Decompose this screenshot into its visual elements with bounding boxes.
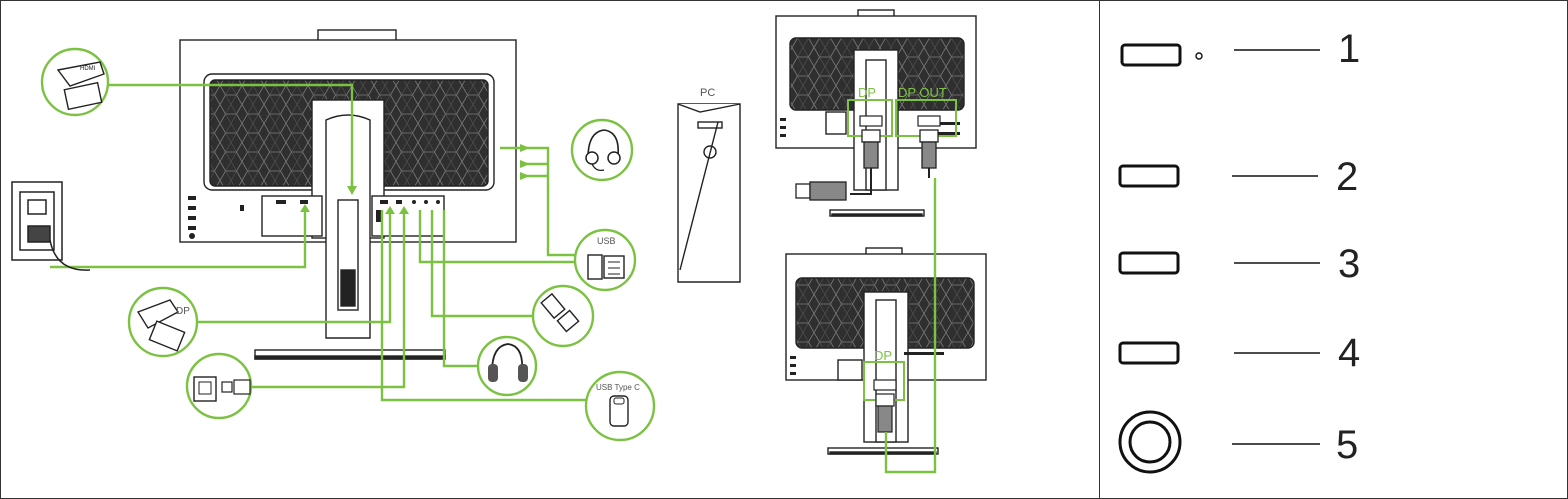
daisy-chain-diagram: PC — [677, 9, 987, 474]
button-with-led-icon — [1120, 43, 1182, 67]
monitor1-dp-label: DP — [858, 85, 876, 100]
connection-diagram: HDMI DP — [11, 29, 656, 442]
power-outlet-icon — [11, 181, 91, 271]
legend-item-3: 3 — [1118, 242, 1360, 286]
legend-item-2: 2 — [1118, 155, 1358, 199]
monitor1-dp-out-label: DP OUT — [898, 85, 947, 100]
button-legend: 1 2 3 4 5 — [1118, 27, 1360, 474]
arrowheads — [300, 144, 530, 214]
button-icon — [1118, 341, 1180, 365]
dp-label: DP — [176, 306, 190, 317]
power-button-icon — [1118, 410, 1182, 474]
monitor2-dp-label: DP — [874, 348, 892, 363]
ethernet-plug-icon — [531, 284, 595, 348]
monitor-1-ports: DP DP OUT — [847, 85, 957, 137]
hdmi-plug-icon: HDMI — [40, 47, 110, 117]
legend-item-4: 4 — [1118, 331, 1360, 375]
headset-icon — [570, 118, 634, 182]
dp-plug-1 — [850, 129, 939, 195]
headphones-icon — [476, 335, 538, 397]
usb-c-label: USB Type C — [596, 383, 640, 392]
pc-tower: PC — [677, 87, 741, 283]
usb-b-cable-icon — [185, 352, 253, 420]
legend-number-5: 5 — [1336, 423, 1358, 467]
monitor-2-ports: DP — [863, 348, 905, 433]
legend-number-1: 1 — [1338, 27, 1360, 71]
hdmi-label: HDMI — [80, 66, 96, 72]
dp-plug-pc — [795, 181, 847, 201]
usb-c-icon: USB Type C — [584, 370, 656, 442]
daisy-chain-cable — [884, 178, 937, 474]
monitor-back — [179, 29, 517, 360]
pc-label: PC — [700, 87, 715, 99]
legend-number-2: 2 — [1336, 155, 1358, 199]
usb-label: USB — [597, 236, 616, 246]
button-icon — [1118, 164, 1180, 188]
usb-a-icon: USB — [573, 228, 637, 292]
dp-plug-icon: DP — [127, 286, 199, 358]
button-icon — [1118, 251, 1180, 275]
legend-number-3: 3 — [1338, 242, 1360, 286]
legend-number-4: 4 — [1338, 331, 1360, 375]
panel-divider — [1099, 0, 1100, 499]
legend-item-5: 5 — [1118, 410, 1358, 474]
legend-item-1: 1 — [1120, 27, 1360, 71]
